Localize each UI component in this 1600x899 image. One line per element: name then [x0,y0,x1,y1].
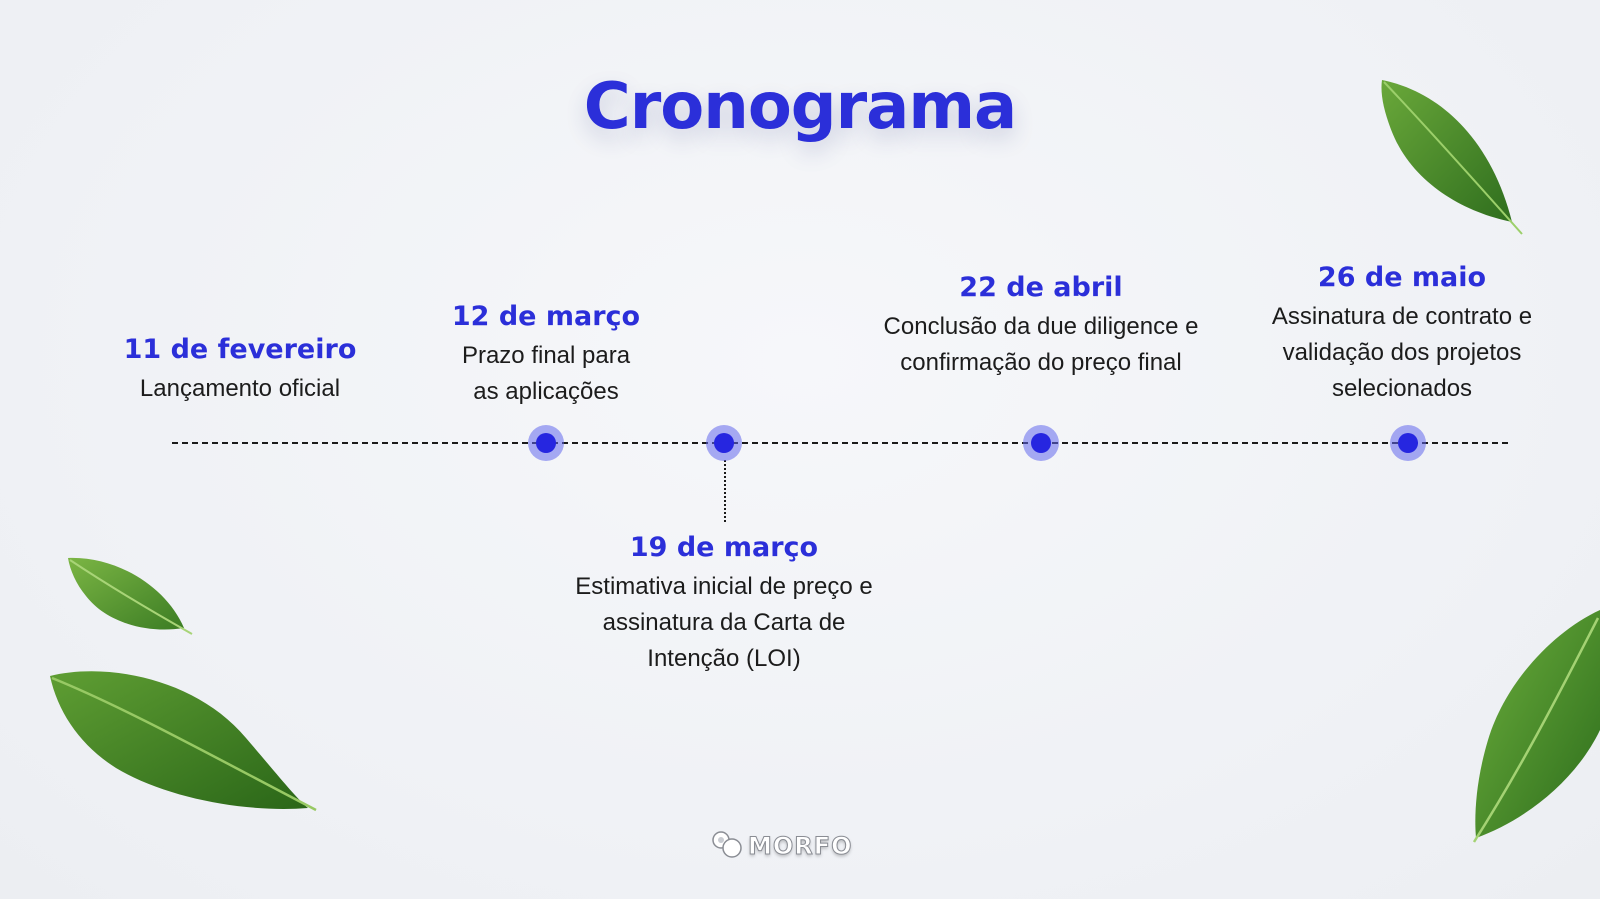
event-description: Conclusão da due diligence e confirmação… [883,313,1199,376]
morfo-logo-icon [712,831,742,858]
event-description: Estimativa inicial de preço e assinatura… [575,573,873,672]
timeline-marker [1390,425,1426,461]
timeline-connector [724,460,726,522]
event-date: 12 de março [451,301,641,332]
leaf-icon [68,557,193,635]
leaf-icon [1381,80,1523,235]
event-date: 26 de maio [1317,262,1487,293]
logo-text: MORFO [748,832,853,861]
event-date: 22 de abril [959,272,1123,303]
morfo-logo: MORFO [710,828,890,868]
timeline-axis [172,442,1508,444]
timeline-event: 26 de maio Assinatura de contrato e vali… [1272,262,1532,407]
leaf-icon [1472,610,1600,843]
event-description: Assinatura de contrato e validação dos p… [1271,303,1533,402]
event-description: Prazo final para as aplicações [461,342,631,405]
timeline-event: 19 de março Estimativa inicial de preço … [575,532,872,677]
timeline-event: 11 de fevereiro Lançamento oficial [124,334,357,407]
timeline-event: 12 de março Prazo final para as aplicaçõ… [452,301,640,410]
leaf-icon [50,671,317,812]
event-description: Lançamento oficial [139,375,341,402]
timeline-marker [706,425,742,461]
timeline-marker [528,425,564,461]
event-date: 19 de março [629,532,819,563]
event-date: 11 de fevereiro [123,334,357,365]
timeline-event: 22 de abril Conclusão da due diligence e… [884,272,1199,381]
page-title: Cronograma [583,70,1017,144]
timeline-marker [1023,425,1059,461]
